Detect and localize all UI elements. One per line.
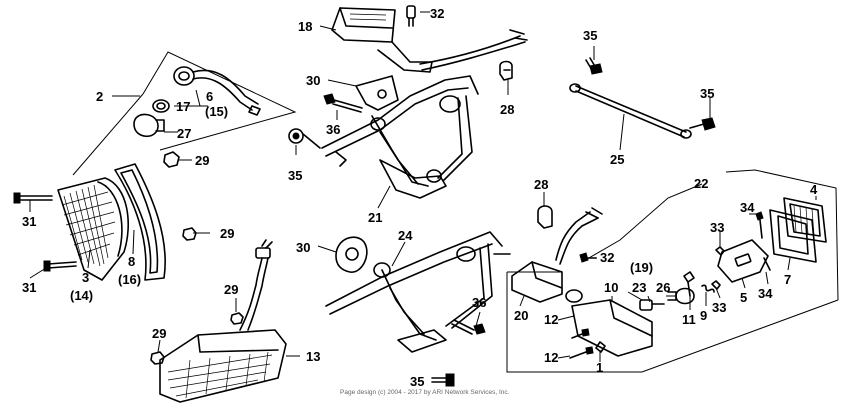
callout-5: 5: [740, 290, 747, 305]
callout-36-lower: 36: [472, 295, 486, 310]
callout-29-upper: 29: [195, 153, 209, 168]
callout-35-right-top: 35: [583, 28, 597, 43]
license-light-body-part: [565, 289, 653, 357]
callout-29-lower: 29: [152, 326, 166, 341]
wire-clip-part-lower: [537, 205, 553, 229]
bracket-part-lower: [335, 236, 368, 273]
bolt-part-upper-36: [323, 93, 363, 113]
callout-17: 17: [176, 99, 190, 114]
callout-36-top: 36: [326, 122, 340, 137]
callout-20: 20: [514, 308, 528, 323]
reflector-plate-part: [717, 239, 769, 283]
callout-1: 1: [596, 360, 603, 375]
callout-7: 7: [784, 272, 791, 287]
callout-6: 6: [206, 89, 213, 104]
callout-14: (14): [70, 288, 93, 303]
callout-10: 10: [604, 280, 618, 295]
callout-19: (19): [630, 260, 653, 275]
ring-part: [152, 99, 170, 113]
headlight-case-part: [331, 7, 528, 73]
screw-part-lower: [43, 260, 77, 272]
clip-nut-part-d: [150, 351, 165, 365]
callout-12-lower: 12: [544, 350, 558, 365]
callout-2: 2: [96, 89, 103, 104]
callout-31-lower: 31: [22, 280, 36, 295]
callout-29-middle: 29: [220, 226, 234, 241]
bracket-part-top: [355, 75, 399, 111]
clip-nut-part-a: [163, 151, 180, 168]
copyright-text: Page design (c) 2004 - 2017 by ARI Netwo…: [340, 389, 510, 396]
clip-nut-part-c: [230, 312, 244, 325]
screw-part-12-lower: [569, 346, 594, 359]
license-light-base-part: [511, 207, 603, 303]
terminal-part-11: [683, 271, 695, 297]
callout-32-lower: 32: [600, 250, 614, 265]
callout-35-bottom: 35: [410, 374, 424, 389]
screw-part-34-lower: [763, 257, 771, 271]
callout-35-right: 35: [700, 86, 714, 101]
callout-27: 27: [177, 126, 191, 141]
callout-25: 25: [610, 152, 624, 167]
grommet-part-lower: [711, 280, 721, 290]
callout-9: 9: [700, 308, 707, 323]
clip-nut-part-b: [182, 227, 197, 241]
callout-24: 24: [398, 228, 413, 243]
callout-12-upper: 12: [544, 312, 558, 327]
callout-34-upper: 34: [740, 200, 755, 215]
callout-31-upper: 31: [22, 214, 36, 229]
callout-23: 23: [632, 280, 646, 295]
bolt-part-upper-35: [288, 128, 321, 149]
callout-34-lower: 34: [758, 286, 773, 301]
callout-28-lower: 28: [534, 177, 548, 192]
callout-8: 8: [128, 254, 135, 269]
callout-18: 18: [298, 19, 312, 34]
lens-gasket-part: [114, 163, 166, 281]
callout-4: 4: [810, 182, 818, 197]
nut-part-1: [595, 341, 606, 353]
bolt-part-right: [689, 117, 716, 131]
socket-wire-part: [173, 66, 261, 116]
callout-28-top: 28: [500, 102, 514, 117]
stay-rod-part: [569, 83, 692, 139]
screw-part-34-upper: [755, 211, 764, 239]
callout-22: 22: [694, 176, 708, 191]
upper-frame-stay-part: [321, 75, 479, 199]
bolt-part-bottom: [431, 373, 455, 387]
license-gasket-part: [769, 209, 817, 263]
callout-33-lower: 33: [712, 300, 726, 315]
callout-32-top: 32: [430, 6, 444, 21]
callout-29-harness: 29: [224, 282, 238, 297]
tail-light-harness-part: [239, 239, 273, 331]
callout-33-upper: 33: [710, 220, 724, 235]
lower-frame-stay-part: [325, 231, 511, 353]
callout-35-left: 35: [288, 168, 302, 183]
bulb-part: [133, 113, 165, 138]
screw-part-upper: [13, 192, 53, 204]
bolt-part-lower-36: [451, 319, 486, 335]
tail-light-lens-part: [159, 329, 287, 403]
callout-30-top: 30: [306, 73, 320, 88]
screw-part-12-upper: [571, 328, 590, 339]
callout-15: (15): [205, 104, 228, 119]
callout-11: 11: [682, 312, 696, 327]
callout-labels: 2 6 (15) 17 27 18 32 30 36 35 28 35 35 2…: [22, 6, 818, 389]
callout-16: (16): [118, 272, 141, 287]
callout-30-lower: 30: [296, 240, 310, 255]
wire-clip-part-top: [499, 60, 513, 81]
callout-13: 13: [306, 349, 320, 364]
socket-part-23: [639, 299, 665, 311]
callout-3: 3: [82, 270, 89, 285]
license-lens-part: [783, 197, 827, 243]
leader-lines: [29, 11, 817, 362]
spring-part-9: [701, 284, 715, 293]
bolt-part-right-top: [585, 57, 603, 75]
callout-21: 21: [368, 210, 382, 225]
winker-lens-part: [57, 177, 130, 281]
bolt-part-top: [406, 5, 416, 27]
callout-26: 26: [656, 280, 670, 295]
bolt-part-lower-32: [579, 252, 597, 263]
